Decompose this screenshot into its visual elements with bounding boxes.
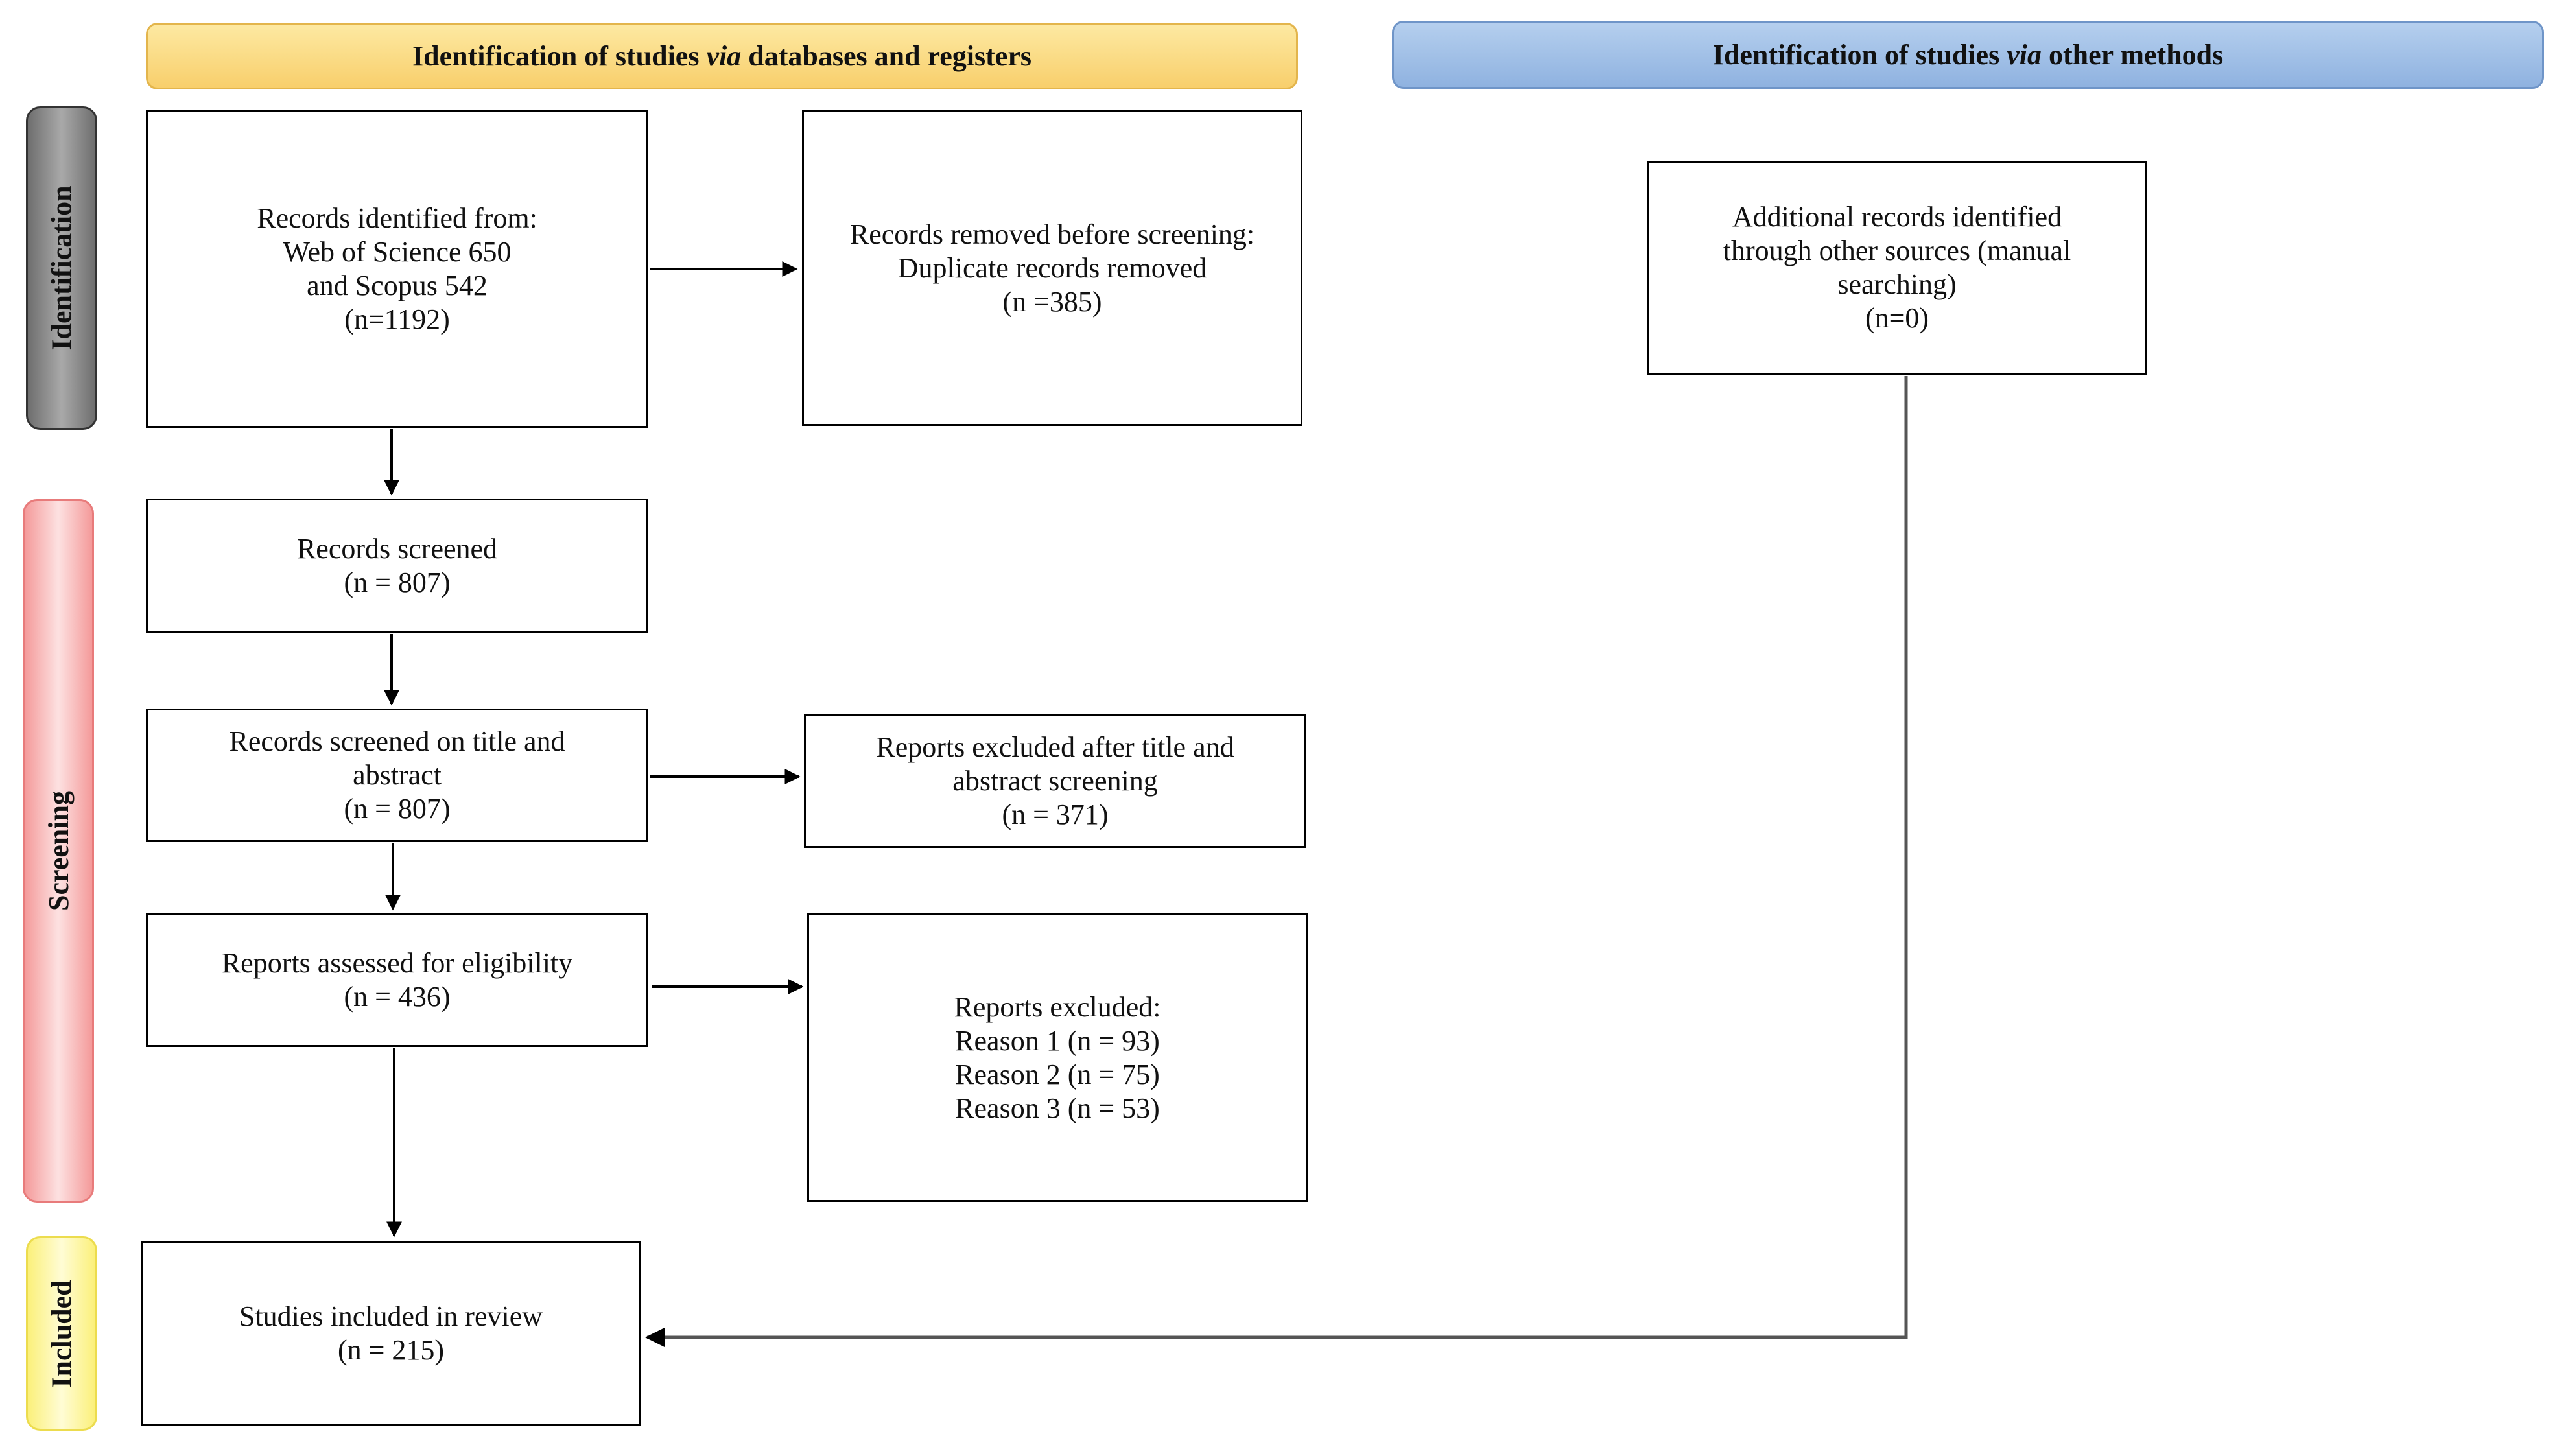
- box-line: (n = 807): [344, 566, 451, 598]
- box-line: Duplicate records removed: [897, 252, 1207, 284]
- box-line: Reason 3 (n = 53): [955, 1092, 1160, 1124]
- box-line: searching): [1837, 268, 1957, 300]
- box-line: Reason 2 (n = 75): [955, 1058, 1160, 1090]
- box-line: Studies included in review: [239, 1300, 543, 1332]
- box-line: Records identified from:: [257, 202, 537, 234]
- reports-excluded-box: Reports excluded: Reason 1 (n = 93) Reas…: [807, 913, 1308, 1202]
- box-line: Additional records identified: [1732, 201, 2062, 233]
- box-line: (n =385): [1002, 285, 1102, 318]
- databases-header-via: via: [706, 40, 742, 72]
- box-line: (n = 215): [337, 1333, 445, 1366]
- box-line: and Scopus 542: [307, 270, 488, 301]
- eligibility-assessment-box: Reports assessed for eligibility (n = 43…: [146, 913, 648, 1047]
- box-line: abstract screening: [952, 764, 1158, 797]
- box-line: (n = 371): [1002, 798, 1109, 830]
- box-line: Reason 1 (n = 93): [955, 1024, 1160, 1057]
- title-abstract-screening-box: Records screened on title and abstract (…: [146, 709, 648, 842]
- databases-header-suffix: databases and registers: [741, 40, 1031, 72]
- other-header-suffix: other methods: [2041, 39, 2224, 71]
- box-line: through other sources (manual: [1723, 235, 2071, 266]
- databases-header: Identification of studies via databases …: [146, 23, 1298, 89]
- phase-screening: Screening: [23, 499, 94, 1203]
- records-removed-box: Records removed before screening: Duplic…: [802, 110, 1302, 426]
- box-line: Records screened on title and: [229, 725, 565, 757]
- box-line: (n=1192): [344, 303, 450, 335]
- box-line: (n=0): [1865, 302, 1929, 334]
- studies-included-box: Studies included in review (n = 215): [141, 1241, 641, 1426]
- box-line: Records removed before screening:: [849, 218, 1255, 250]
- other-methods-header: Identification of studies via other meth…: [1392, 21, 2544, 89]
- excluded-title-abstract-box: Reports excluded after title and abstrac…: [804, 714, 1306, 848]
- phase-included: Included: [26, 1236, 97, 1431]
- box-line: Reports excluded:: [954, 991, 1161, 1023]
- box-line: Reports assessed for eligibility: [221, 947, 573, 979]
- box-line: (n = 436): [344, 981, 451, 1013]
- other-header-via: via: [2007, 39, 2042, 71]
- box-line: Reports excluded after title and: [876, 731, 1234, 763]
- records-identified-box: Records identified from: Web of Science …: [146, 110, 648, 428]
- records-screened-box: Records screened (n = 807): [146, 499, 648, 633]
- phase-identification: Identification: [26, 106, 97, 430]
- other-header-prefix: Identification of studies: [1712, 39, 2007, 71]
- box-line: Records screened: [296, 532, 498, 565]
- databases-header-prefix: Identification of studies: [412, 40, 707, 72]
- box-line: abstract: [353, 759, 442, 791]
- additional-records-box: Additional records identified through ot…: [1647, 161, 2147, 375]
- arrow-other-methods-to-included: [645, 376, 1908, 1347]
- box-line: Web of Science 650: [283, 236, 512, 268]
- box-line: (n = 807): [344, 793, 451, 825]
